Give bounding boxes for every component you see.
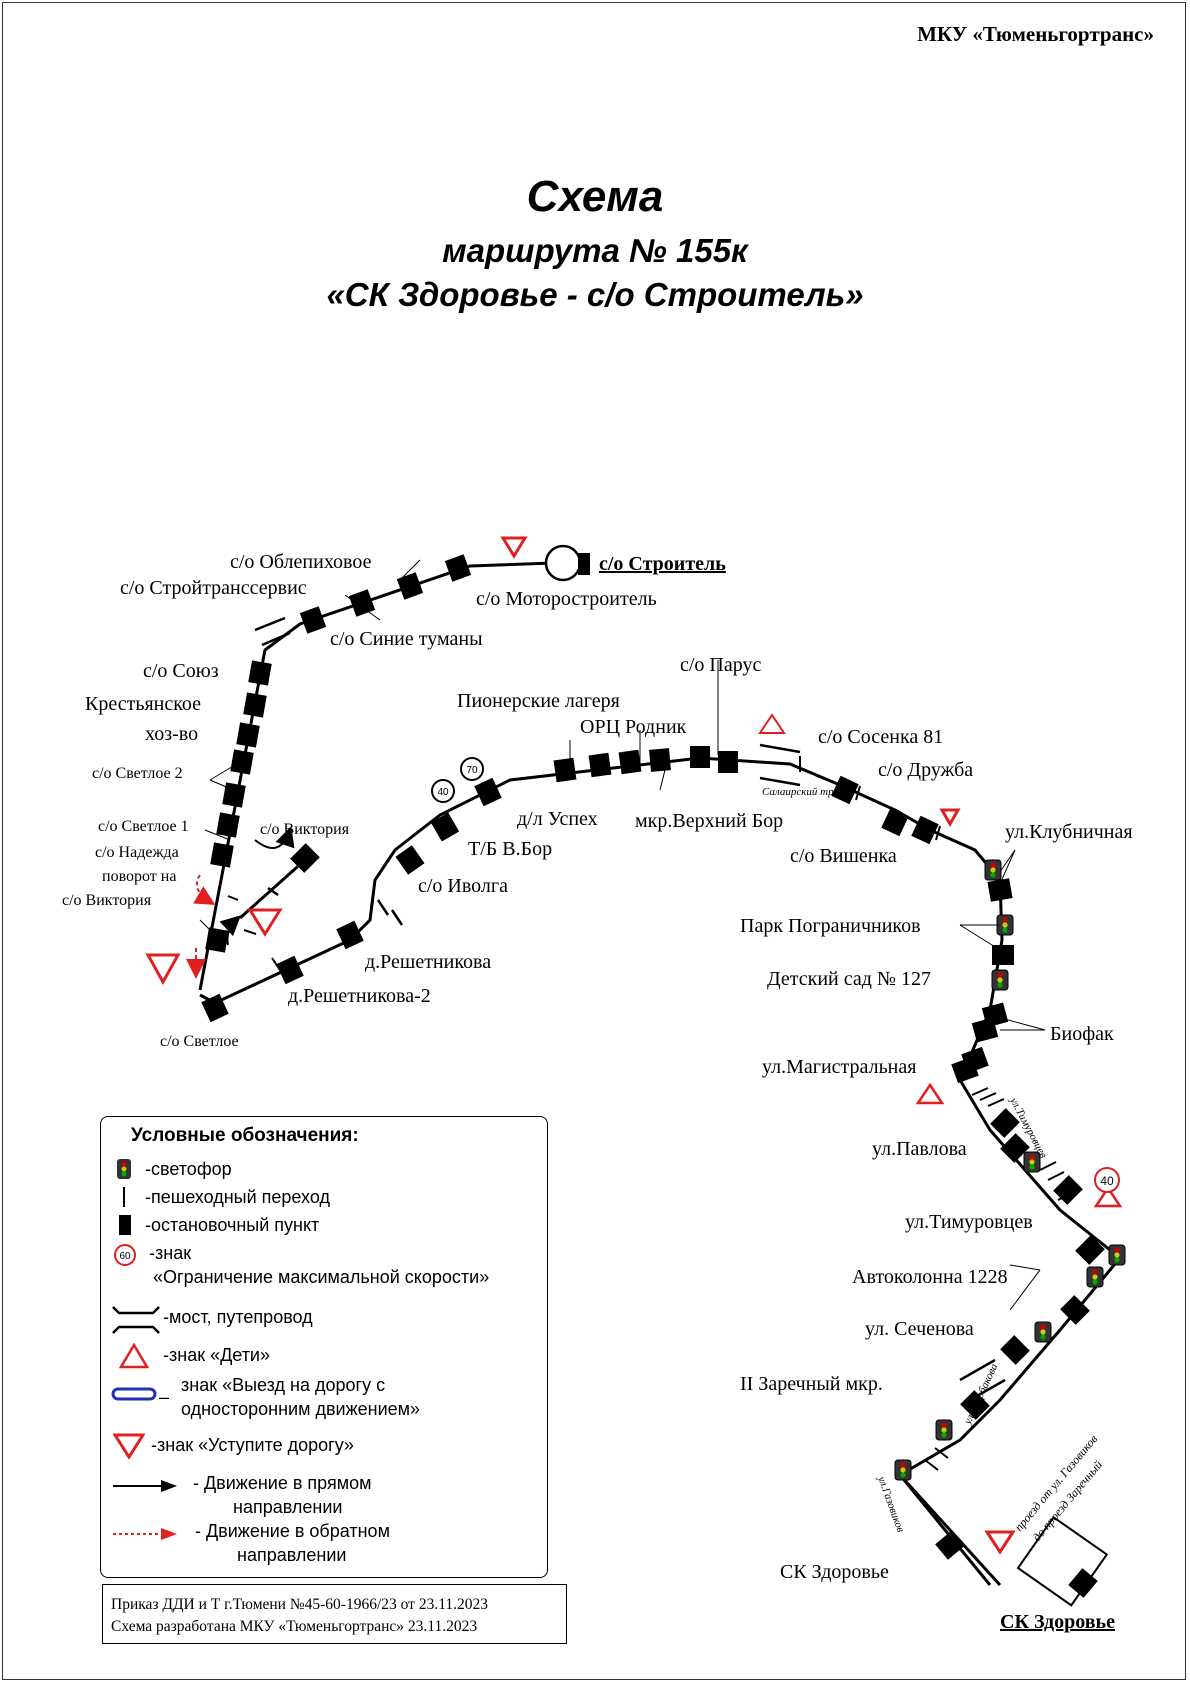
label-nadezhda: с/о Надежда (95, 844, 179, 861)
label-khoz-vo: хоз-во (145, 723, 198, 745)
label-svetloe: с/о Светлое (160, 1033, 239, 1050)
legend-reverse-2: направлении (237, 1545, 347, 1565)
legend-oneway-icon (111, 1387, 157, 1401)
label-motorostroitel: с/о Мотоpостроитель (476, 588, 657, 610)
label-vishenka: с/о Вишенка (790, 845, 897, 867)
label-timurovtsev: ул.Тимуровцев (905, 1211, 1033, 1233)
arrow-reverse (193, 874, 216, 906)
legend-traffic-light-icon (117, 1159, 131, 1179)
legend-children: -знак «Дети» (163, 1345, 270, 1365)
label-povorot: поворот на (102, 868, 176, 885)
label-stroitel: с/о Строитель (599, 553, 726, 575)
label-parus: с/о Парус (680, 654, 761, 676)
legend-yield-icon (113, 1433, 145, 1459)
label-avtokolonna: Автоколонна 1228 (852, 1266, 1008, 1288)
organization-name: МКУ «Тюменьгортранс» (917, 22, 1154, 46)
terminal-circle (544, 544, 582, 582)
legend-forward-1: - Движение в прямом (193, 1473, 372, 1493)
legend-reverse-1: - Движение в обратном (195, 1521, 390, 1541)
label-detsad: Детский сад № 127 (767, 968, 931, 990)
legend: Условные обозначения: -светофор -пешеход… (100, 1116, 548, 1578)
label-reshetnikova-2: д.Решетникова-2 (288, 985, 431, 1007)
legend-stop: -остановочный пункт (145, 1215, 320, 1235)
legend-children-icon (119, 1343, 149, 1369)
speed-sign-3: 40 (1100, 1174, 1114, 1188)
leader-lines (199, 559, 1046, 1311)
label-ivolga: с/о Иволга (418, 875, 508, 897)
title-route-name: «СК Здоровье - с/о Строитель» (326, 276, 864, 313)
legend-bridge-icon (112, 1306, 160, 1334)
order-box: Приказ ДДИ и Т г.Тюмени №45-60-1966/23 о… (102, 1584, 567, 1644)
label-sinie-tumany: с/о Синие туманы (330, 628, 483, 650)
label-sosenka: с/о Сосенка 81 (818, 726, 943, 748)
label-tb-vbor: Т/Б В.Бор (468, 838, 552, 860)
speed-sign-2: 70 (466, 765, 478, 776)
terminal-stop (578, 553, 590, 575)
label-park: Парк Пограничников (740, 915, 921, 937)
label-reshetnikova: д.Решетникова (365, 951, 491, 973)
legend-bridge: -мост, путепровод (163, 1307, 313, 1327)
street-labels: Салаирский тракт ул.Тимуровцев ул.Щербак… (762, 786, 1105, 1544)
label-stroytransservis: с/о Стройтранссервис (120, 577, 307, 599)
label-soyuz: с/о Союз (143, 660, 219, 682)
legend-crossing-icon (123, 1187, 125, 1207)
label-svetloe-1: с/о Светлое 1 (98, 818, 189, 835)
order-line-2: Схема разработана МКУ «Тюменьгортранс» 2… (111, 1618, 478, 1635)
title-main: Схема (526, 172, 664, 221)
arrow-forward-2 (219, 915, 241, 946)
yield-signs (145, 536, 1016, 1555)
legend-oneway-1: знак «Выезд на дорогу с (181, 1375, 386, 1395)
order-line-1: Приказ ДДИ и Т г.Тюмени №45-60-1966/23 о… (111, 1596, 489, 1613)
terminal-end-square (1016, 1515, 1109, 1607)
label-druzhba: с/о Дружба (878, 759, 973, 781)
street-salair: Салаирский тракт (762, 786, 852, 798)
label-biofak: Биофак (1050, 1023, 1114, 1045)
street-gazovikov: ул.Газовиков (875, 1474, 907, 1534)
legend-yield: -знак «Уступите дорогу» (151, 1435, 354, 1455)
label-pavlova: ул.Павлова (872, 1138, 967, 1160)
label-svetloe-2: с/о Светлое 2 (92, 765, 183, 782)
label-rodnik: ОРЦ Родник (580, 716, 687, 738)
legend-crossing: -пешеходный переход (145, 1187, 330, 1207)
children-signs (758, 713, 1123, 1208)
label-zarechny: II Заречный мкр. (740, 1373, 883, 1395)
title-route-number: маршрута № 155к (442, 232, 748, 269)
legend-heading: Условные обозначения: (131, 1125, 359, 1146)
bridges (254, 616, 1006, 1402)
label-viktoria-turn: с/о Виктория (62, 892, 152, 909)
label-magistralnaya: ул.Магистральная (762, 1056, 916, 1078)
svg-text:60: 60 (119, 1251, 131, 1262)
label-klubnichnaya: ул.Клубничная (1005, 821, 1133, 843)
label-oblepikhovoe: с/о Облепиховое (230, 551, 372, 573)
label-uspekh: д/л Успех (517, 808, 598, 830)
pedestrian-crossings (227, 756, 1075, 1471)
branch-viktoria (239, 858, 306, 920)
legend-traffic-light: -светофор (145, 1159, 232, 1179)
label-pionerskie: Пионерские лагеря (457, 690, 620, 712)
label-verkhniy-bor: мкр.Верхний Бор (635, 810, 783, 832)
legend-speed-2: «Ограничение максимальной скорости» (153, 1267, 490, 1287)
legend-oneway-2: односторонним движением» (181, 1399, 421, 1419)
legend-speed-1: -знак (149, 1243, 192, 1263)
legend-speed-icon: 60 (114, 1244, 136, 1266)
label-sk-zdorovye-stop: СК Здоровье (780, 1561, 889, 1583)
label-sechenova: ул. Сеченова (865, 1318, 974, 1340)
legend-oneway-dash: – (159, 1387, 170, 1407)
label-krestyanskoe: Крестьянское (85, 693, 201, 715)
legend-reverse-icon (113, 1528, 177, 1540)
speed-sign-1: 40 (437, 787, 449, 798)
label-viktoria: с/о Виктория (260, 821, 350, 838)
label-sk-zdorovye-terminal: СК Здоровье (1000, 1611, 1115, 1633)
stop-labels: с/о Строитель с/о Облепиховое с/о Стройт… (62, 551, 1133, 1633)
legend-forward-2: направлении (233, 1497, 343, 1517)
legend-forward-icon (113, 1480, 177, 1492)
legend-stop-icon (119, 1215, 131, 1235)
arrow-forward (254, 826, 295, 849)
speed-limit-signs: 40 70 40 (431, 757, 1120, 1193)
